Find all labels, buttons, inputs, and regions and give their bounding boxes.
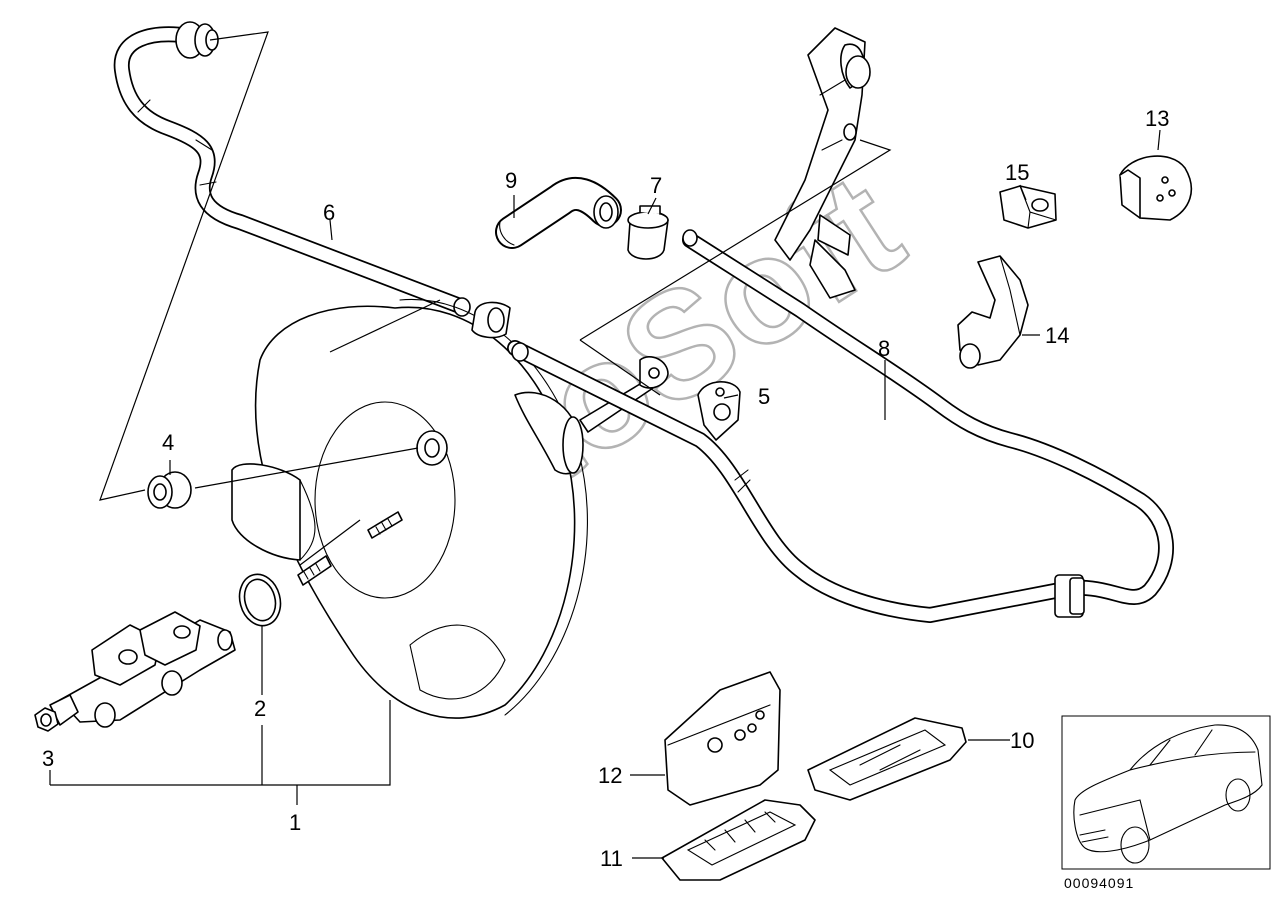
- callout-11: 11: [600, 846, 623, 871]
- callout-6: 6: [323, 200, 335, 225]
- elbow-hose-9: [495, 176, 622, 249]
- bracket-13: [1119, 155, 1193, 221]
- nut-3: [34, 707, 59, 732]
- callout-7: 7: [650, 173, 662, 198]
- leader-lines: [49, 31, 1161, 859]
- callout-14: 14: [1045, 323, 1069, 348]
- hose-clamp: [471, 301, 529, 362]
- clip-5: [697, 381, 741, 441]
- master-cylinder: [49, 611, 236, 728]
- callout-15: 15: [1005, 160, 1029, 185]
- callouts: 1 2 3 4 5 6 7 8 9 10 11 12 13 14 15: [42, 106, 1169, 871]
- pedal-bracket: [774, 27, 871, 299]
- reference-number: 00094091: [1064, 875, 1134, 891]
- callout-5: 5: [758, 384, 770, 409]
- hose-clamp-7: [627, 205, 669, 260]
- cover-10: [807, 717, 967, 801]
- callout-12: 12: [598, 763, 622, 788]
- callout-4: 4: [162, 430, 174, 455]
- grommet-4: [147, 471, 192, 509]
- vehicle-inset: [1061, 715, 1271, 870]
- callout-9: 9: [505, 168, 517, 193]
- o-ring-2: [238, 573, 282, 627]
- cover-12: [664, 671, 781, 806]
- callout-3: 3: [42, 746, 54, 771]
- vacuum-hose-6: [113, 21, 471, 317]
- callout-13: 13: [1145, 106, 1169, 131]
- vacuum-hose-8: [507, 229, 1174, 623]
- callout-10: 10: [1010, 728, 1034, 753]
- cover-11: [661, 799, 816, 881]
- callout-8: 8: [878, 336, 890, 361]
- clip-14: [957, 255, 1029, 369]
- clip-15: [999, 185, 1057, 229]
- callout-1: 1: [289, 810, 301, 835]
- callout-2: 2: [254, 696, 266, 721]
